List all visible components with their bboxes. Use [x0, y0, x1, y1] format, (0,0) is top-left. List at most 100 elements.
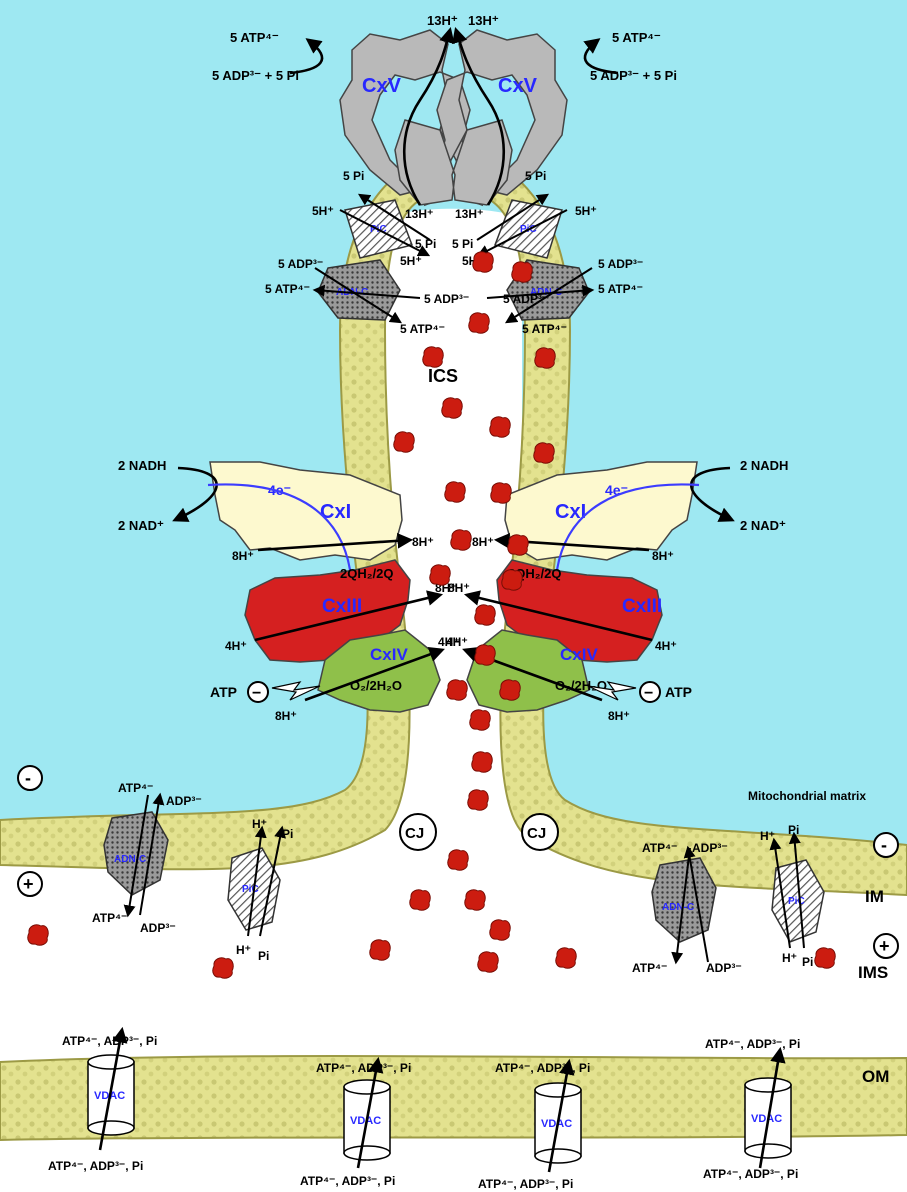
cytochrome-c-28 [370, 940, 390, 960]
boundary-adn-c-left-adp-in: ADP³⁻ [166, 794, 202, 808]
cxv-right-adp: 5 ADP³⁻ + 5 Pi [590, 68, 677, 83]
vdac-4-ims-side: ATP⁴⁻, ADP³⁻, Pi [705, 1037, 800, 1051]
vdac-1-ims-side: ATP⁴⁻, ADP³⁻, Pi [62, 1034, 157, 1048]
cxiii-right-proton-matrix: 4H⁺ [655, 639, 677, 653]
adn-c-left-atp-ics: 5 ATP⁴⁻ [400, 322, 445, 336]
vdac-2-ims-side: ATP⁴⁻, ADP³⁻, Pi [316, 1061, 411, 1075]
complex-i-left-label: CxI [320, 501, 351, 523]
boundary-adn-c-left-atp-out: ATP⁴⁻ [92, 911, 127, 925]
boundary-pic-left-label: PiC [242, 884, 259, 895]
cytochrome-c-11 [491, 483, 511, 503]
cytochrome-c-21 [472, 752, 492, 772]
boundary-pic-right-h-top: H⁺ [760, 829, 775, 843]
om-label: OM [862, 1067, 889, 1086]
matrix-label: Mitochondrial matrix [748, 789, 866, 803]
cxi-left-proton-matrix: 8H⁺ [232, 549, 254, 563]
cxv-right-atp: 5 ATP⁴⁻ [612, 30, 661, 45]
pic-left-h-ics: 5H⁺ [400, 254, 422, 268]
cxiii-left-proton-matrix: 4H⁺ [225, 639, 247, 653]
adn-c-left-adp-matrix: 5 ADP³⁻ [278, 257, 323, 271]
cxi-left-nadh: 2 NADH [118, 458, 166, 473]
potential-plus-left: + [23, 874, 34, 894]
ics-label: ICS [428, 366, 458, 386]
boundary-adn-c-right-atp-out: ATP⁴⁻ [632, 961, 667, 975]
cytochrome-c-26 [28, 925, 48, 945]
potential-minus-right: - [881, 835, 887, 855]
pic-right-pi-ics: 5 Pi [452, 237, 473, 251]
boundary-adn-c-left-label: ADN-C [114, 854, 146, 865]
boundary-pic-right-pi-top: Pi [788, 823, 799, 837]
complex-v-left-label: CxV [362, 75, 402, 97]
boundary-pic-right-h-bottom: H⁺ [782, 951, 797, 965]
cytochrome-c-9 [534, 443, 554, 463]
cxi-right-proton-ics: 8H⁺ [472, 535, 494, 549]
cxv-left-atp: 5 ATP⁴⁻ [230, 30, 279, 45]
cytochrome-c-23 [490, 920, 510, 940]
boundary-adn-c-left-atp-in: ATP⁴⁻ [118, 781, 153, 795]
pic-right-h-matrix: 5H⁺ [575, 204, 597, 218]
cxv-left-adp: 5 ADP³⁻ + 5 Pi [212, 68, 299, 83]
cytochrome-c-19 [500, 680, 520, 700]
cytochrome-c-25 [465, 890, 485, 910]
pic-right-pi-matrix: 5 Pi [525, 169, 546, 183]
cytochrome-c-3 [469, 313, 489, 333]
cj-left-label: CJ [405, 825, 424, 842]
complex-iv-right-label: CxIV [560, 645, 598, 664]
boundary-pic-left-h-bottom: H⁺ [236, 943, 251, 957]
cytochrome-c-6 [442, 398, 462, 418]
cytochrome-c-24 [448, 850, 468, 870]
boundary-adn-c-right-adp-out: ADP³⁻ [706, 961, 742, 975]
cytochrome-c-16 [475, 605, 495, 625]
vdac-3-ims-side: ATP⁴⁻, ADP³⁻, Pi [495, 1061, 590, 1075]
im-label: IM [865, 887, 884, 906]
cxiv-right-proton-ics: 4H⁺ [438, 635, 460, 649]
atp-inhibition-right-label: ATP [665, 684, 692, 700]
cxi-left-nad: 2 NAD⁺ [118, 518, 164, 533]
cytochrome-c-5 [535, 348, 555, 368]
boundary-pic-left-pi-top: Pi [282, 827, 293, 841]
boundary-pic-left-pi-bottom: Pi [258, 949, 269, 963]
cytochrome-c-1 [473, 252, 493, 272]
cxv-left-proton-ics: 13H⁺ [405, 207, 433, 221]
boundary-pic-right-label: PiC [788, 896, 805, 907]
boundary-pic-left-h-top: H⁺ [252, 817, 267, 831]
cytochrome-c-30 [556, 948, 576, 968]
cytochrome-c-13 [508, 535, 528, 555]
cxv-left-proton-top: 13H⁺ [427, 13, 458, 28]
complex-v-right-label: CxV [498, 75, 538, 97]
boundary-adn-c-right-atp-in: ATP⁴⁻ [642, 841, 677, 855]
atp-inhibition-left-label: ATP [210, 684, 237, 700]
pic-left-h-matrix: 5H⁺ [312, 204, 334, 218]
atp-inhibition-right-sign: − [644, 685, 653, 702]
cytochrome-c-4 [423, 347, 443, 367]
cytochrome-c-7 [490, 417, 510, 437]
cytochrome-c-12 [451, 530, 471, 550]
ims-label: IMS [858, 963, 888, 982]
complex-iii-left-label: CxIII [322, 596, 362, 617]
cxv-right-proton-ics: 13H⁺ [455, 207, 483, 221]
cxiv-right-proton-matrix: 8H⁺ [608, 709, 630, 723]
cytochrome-c-31 [815, 948, 835, 968]
vdac-3-cyto-side: ATP⁴⁻, ADP³⁻, Pi [478, 1177, 573, 1191]
cxi-right-nad: 2 NAD⁺ [740, 518, 786, 533]
boundary-pic-right-pi-bottom: Pi [802, 955, 813, 969]
adn-c-left-adp-ics: 5 ADP³⁻ [424, 292, 469, 306]
vdac-4-cyto-side: ATP⁴⁻, ADP³⁻, Pi [703, 1167, 798, 1181]
vdac-2-cyto-side: ATP⁴⁻, ADP³⁻, Pi [300, 1174, 395, 1188]
cytochrome-c-27 [213, 958, 233, 978]
adn-c-right-adp-matrix: 5 ADP³⁻ [598, 257, 643, 271]
cj-right-label: CJ [527, 825, 546, 842]
cytochrome-c-29 [478, 952, 498, 972]
cxi-left-proton-ics: 8H⁺ [412, 535, 434, 549]
cytochrome-c-32 [410, 890, 430, 910]
potential-plus-right: + [879, 936, 890, 956]
adn-c-right-atp-ics: 5 ATP⁴⁻ [522, 322, 567, 336]
adn-c-right-adp-ics: 5 ADP³⁻ [503, 292, 548, 306]
cytochrome-c-14 [430, 565, 450, 585]
cxi-right-proton-matrix: 8H⁺ [652, 549, 674, 563]
quinone-left: 2QH₂/2Q [340, 566, 393, 581]
boundary-adn-c-right-label: ADN-C [662, 902, 694, 913]
pic-left-pi-ics: 5 Pi [415, 237, 436, 251]
complex-iii-right-label: CxIII [622, 596, 662, 617]
cxiv-left-proton-matrix: 8H⁺ [275, 709, 297, 723]
